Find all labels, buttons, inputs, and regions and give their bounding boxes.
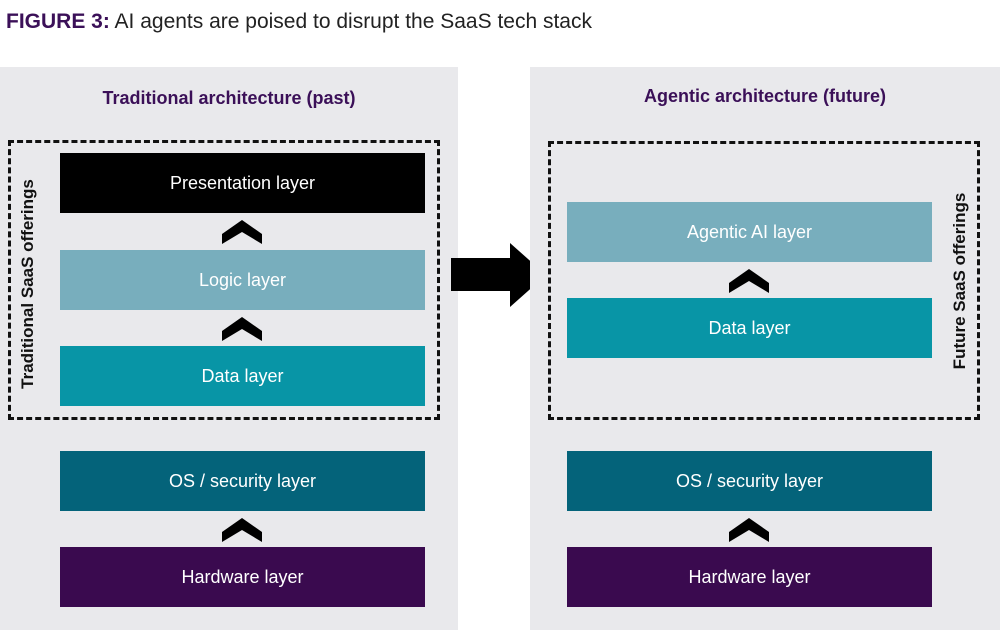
agentic-ai-layer: Agentic AI layer (567, 202, 932, 262)
future-saas-group (548, 141, 980, 420)
agentic-heading: Agentic architecture (future) (643, 86, 887, 106)
os-security-layer: OS / security layer (60, 451, 425, 511)
traditional-group-label: Traditional SaaS offerings (18, 179, 37, 389)
hardware-layer: Hardware layer (567, 547, 932, 607)
traditional-heading: Traditional architecture (past) (102, 88, 356, 108)
chevron-up-icon (729, 518, 769, 542)
traditional-saas-group (8, 140, 440, 420)
os-security-layer: OS / security layer (567, 451, 932, 511)
chevron-up-icon (222, 518, 262, 542)
data-layer: Data layer (567, 298, 932, 358)
arrow-right-icon (451, 243, 546, 307)
chevron-up-icon (222, 220, 262, 244)
hardware-layer: Hardware layer (60, 547, 425, 607)
figure-label: FIGURE 3: (6, 10, 110, 33)
figure-title-text: AI agents are poised to disrupt the SaaS… (114, 10, 592, 33)
chevron-up-icon (729, 269, 769, 293)
figure-title: FIGURE 3: AI agents are poised to disrup… (6, 10, 592, 34)
presentation-layer: Presentation layer (60, 153, 425, 213)
logic-layer: Logic layer (60, 250, 425, 310)
chevron-up-icon (222, 317, 262, 341)
data-layer: Data layer (60, 346, 425, 406)
future-group-label: Future SaaS offerings (950, 192, 969, 370)
